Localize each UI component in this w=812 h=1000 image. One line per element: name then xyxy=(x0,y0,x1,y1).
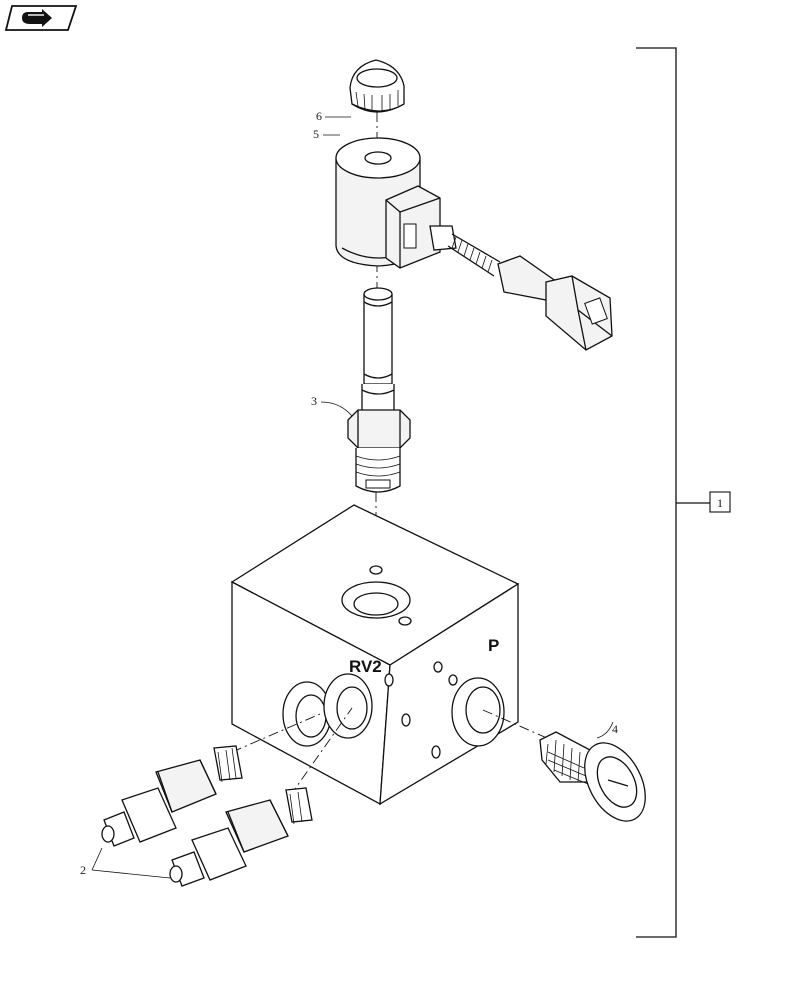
port-label-rv2: RV2 xyxy=(349,657,382,676)
part-3-cartridge-valve xyxy=(347,287,411,493)
centerline xyxy=(289,707,353,797)
leader-line xyxy=(91,847,171,879)
part-6-knurled-nut xyxy=(349,59,405,113)
centerline xyxy=(231,713,321,753)
part-2-relief-valve-lower xyxy=(169,787,313,887)
part-5-solenoid-coil xyxy=(335,137,613,351)
leader-line xyxy=(596,721,614,739)
part-4-filter-plug xyxy=(539,731,646,822)
part-2-relief-valve-upper xyxy=(101,745,243,847)
next-page-button[interactable] xyxy=(4,5,78,31)
callout-4: 4 xyxy=(612,722,618,736)
callout-3: 3 xyxy=(311,394,317,408)
assembly-ref-box xyxy=(709,491,731,513)
callout-2: 2 xyxy=(80,863,86,877)
arrow-right-icon xyxy=(22,9,52,27)
assembly-ref-label: 1 xyxy=(717,496,723,510)
callout-5: 5 xyxy=(313,127,319,141)
manifold-block: RV2 P xyxy=(230,504,520,806)
centerline xyxy=(482,709,557,743)
leader-line xyxy=(320,401,353,417)
assembly-bracket: 1 xyxy=(636,47,731,938)
callout-6: 6 xyxy=(316,109,322,123)
port-label-p: P xyxy=(488,636,499,655)
